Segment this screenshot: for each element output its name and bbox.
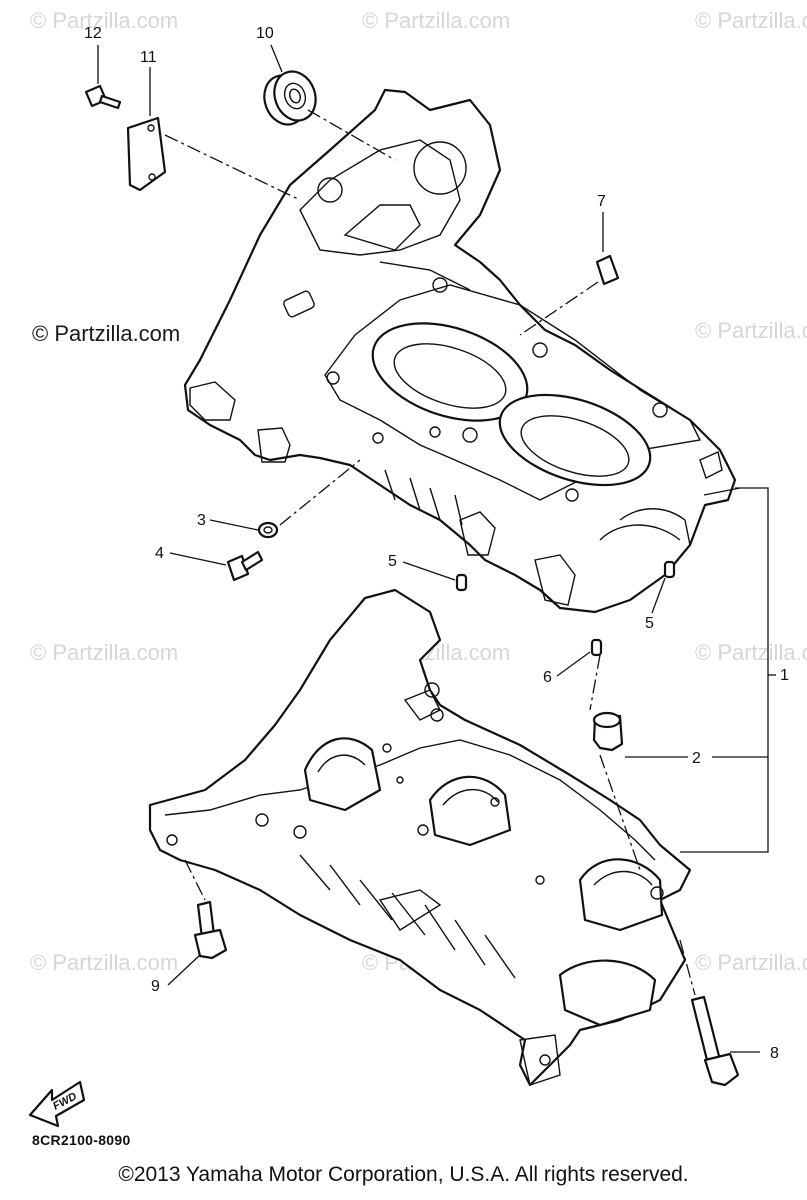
- callout-5b: 5: [645, 615, 654, 632]
- callout-11: 11: [140, 49, 157, 66]
- bolt-part-4: [226, 550, 264, 582]
- callout-6: 6: [543, 669, 552, 686]
- fwd-arrow-icon: FWD: [28, 1080, 86, 1128]
- dowel-pin-part-5a: [455, 573, 468, 592]
- callout-4: 4: [155, 545, 164, 562]
- lower-crankcase: [148, 588, 692, 1087]
- pin-part-6: [590, 638, 603, 657]
- watermark: © Partzilla.com: [30, 640, 178, 665]
- washer-part-3: [257, 521, 279, 539]
- watermark: © Partzilla.com: [30, 8, 178, 33]
- watermark: © Partzilla.com: [362, 8, 510, 33]
- callout-1: 1: [780, 667, 789, 684]
- watermark: © Partzilla.com: [695, 318, 807, 343]
- callout-3: 3: [197, 512, 206, 529]
- stud-part-7: [595, 254, 620, 286]
- leader-lines: [97, 44, 776, 1053]
- watermark: © Partzilla.com: [695, 950, 807, 975]
- diagram-code: 8CR2100-8090: [32, 1132, 131, 1148]
- callout-9: 9: [151, 978, 160, 995]
- bolt-part-12: [84, 84, 122, 110]
- partzilla-watermark: © Partzilla.com: [32, 321, 181, 346]
- callout-8: 8: [770, 1045, 779, 1062]
- callout-labels: 1 2 3 4 5 5 6 7 8 9 10 11 12: [84, 25, 789, 1062]
- bolt-part-9: [193, 900, 228, 960]
- watermark: © Partzilla.com: [695, 8, 807, 33]
- upper-crankcase: [183, 88, 737, 614]
- bolt-part-8: [690, 995, 740, 1087]
- dowel-pin-part-5b: [663, 560, 676, 579]
- callout-10: 10: [256, 25, 274, 42]
- callout-2: 2: [692, 750, 701, 767]
- plate-part-11: [126, 116, 167, 192]
- watermark: © Partzilla.com: [695, 640, 807, 665]
- bearing-part-10: [263, 70, 317, 126]
- callout-5a: 5: [388, 553, 397, 570]
- callout-12: 12: [84, 25, 102, 42]
- watermark: © Partzilla.com: [30, 950, 178, 975]
- copyright-notice: ©2013 Yamaha Motor Corporation, U.S.A. A…: [118, 1163, 689, 1186]
- plug-part-2: [592, 711, 624, 752]
- callout-7: 7: [597, 193, 606, 210]
